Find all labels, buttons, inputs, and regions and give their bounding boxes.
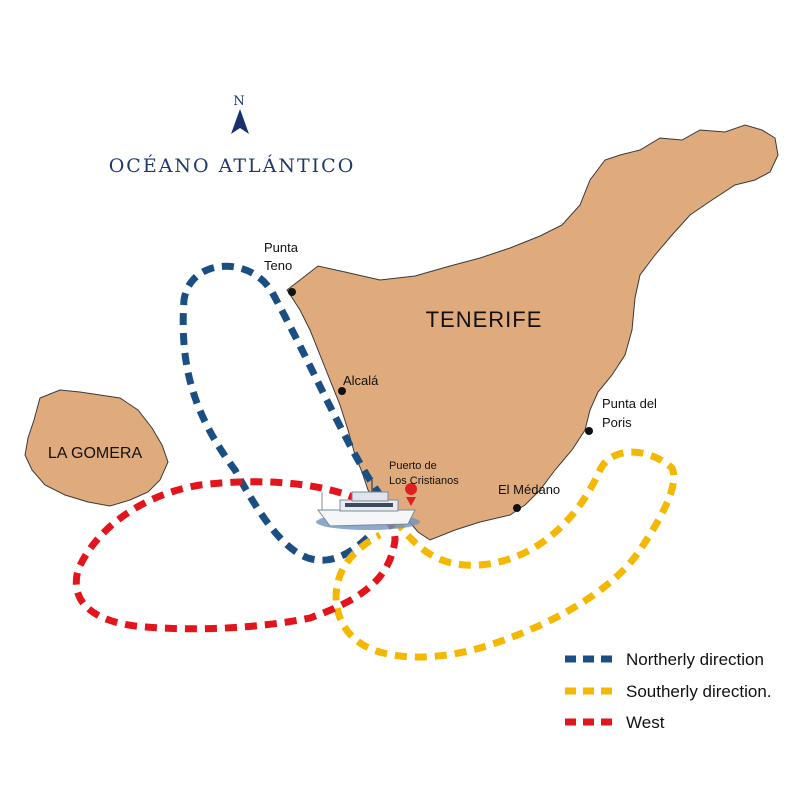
legend-item-south: Southerly direction.	[565, 682, 772, 701]
legend-label-south: Southerly direction.	[626, 682, 772, 701]
legend-item-north: Northerly direction	[565, 650, 764, 669]
punta-teno-dot	[288, 288, 296, 296]
legend-label-north: Northerly direction	[626, 650, 764, 669]
compass-label: N	[233, 94, 246, 109]
puerto-label-2: Los Cristianos	[389, 475, 459, 487]
port-marker-icon	[405, 483, 418, 506]
punta-teno-label-2: Teno	[264, 258, 292, 273]
legend-item-west: West	[565, 713, 665, 732]
puerto-label-1: Puerto de	[389, 460, 437, 472]
la-gomera-label: LA GOMERA	[48, 445, 143, 462]
tenerife-label: TENERIFE	[426, 307, 543, 332]
route-west	[72, 478, 399, 633]
route-south	[332, 448, 678, 661]
alcala-label: Alcalá	[343, 373, 379, 388]
compass: N	[231, 94, 249, 134]
el-medano-dot	[513, 504, 521, 512]
punta-poris-label-2: Poris	[602, 415, 632, 430]
punta-teno-label-1: Punta	[264, 240, 299, 255]
legend: Northerly direction Southerly direction.…	[565, 650, 772, 732]
alcala-dot	[338, 387, 346, 395]
north-arrow-icon	[231, 109, 249, 134]
legend-label-west: West	[626, 713, 665, 732]
el-medano-label: El Médano	[498, 482, 560, 497]
ocean-label: OCÉANO ATLÁNTICO	[109, 154, 356, 177]
yacht-illustration	[316, 480, 420, 530]
punta-poris-label-1: Punta del	[602, 396, 657, 411]
route-north	[179, 262, 398, 564]
tenerife-island	[286, 124, 779, 541]
la-gomera-island	[24, 389, 169, 507]
punta-poris-dot	[585, 427, 593, 435]
